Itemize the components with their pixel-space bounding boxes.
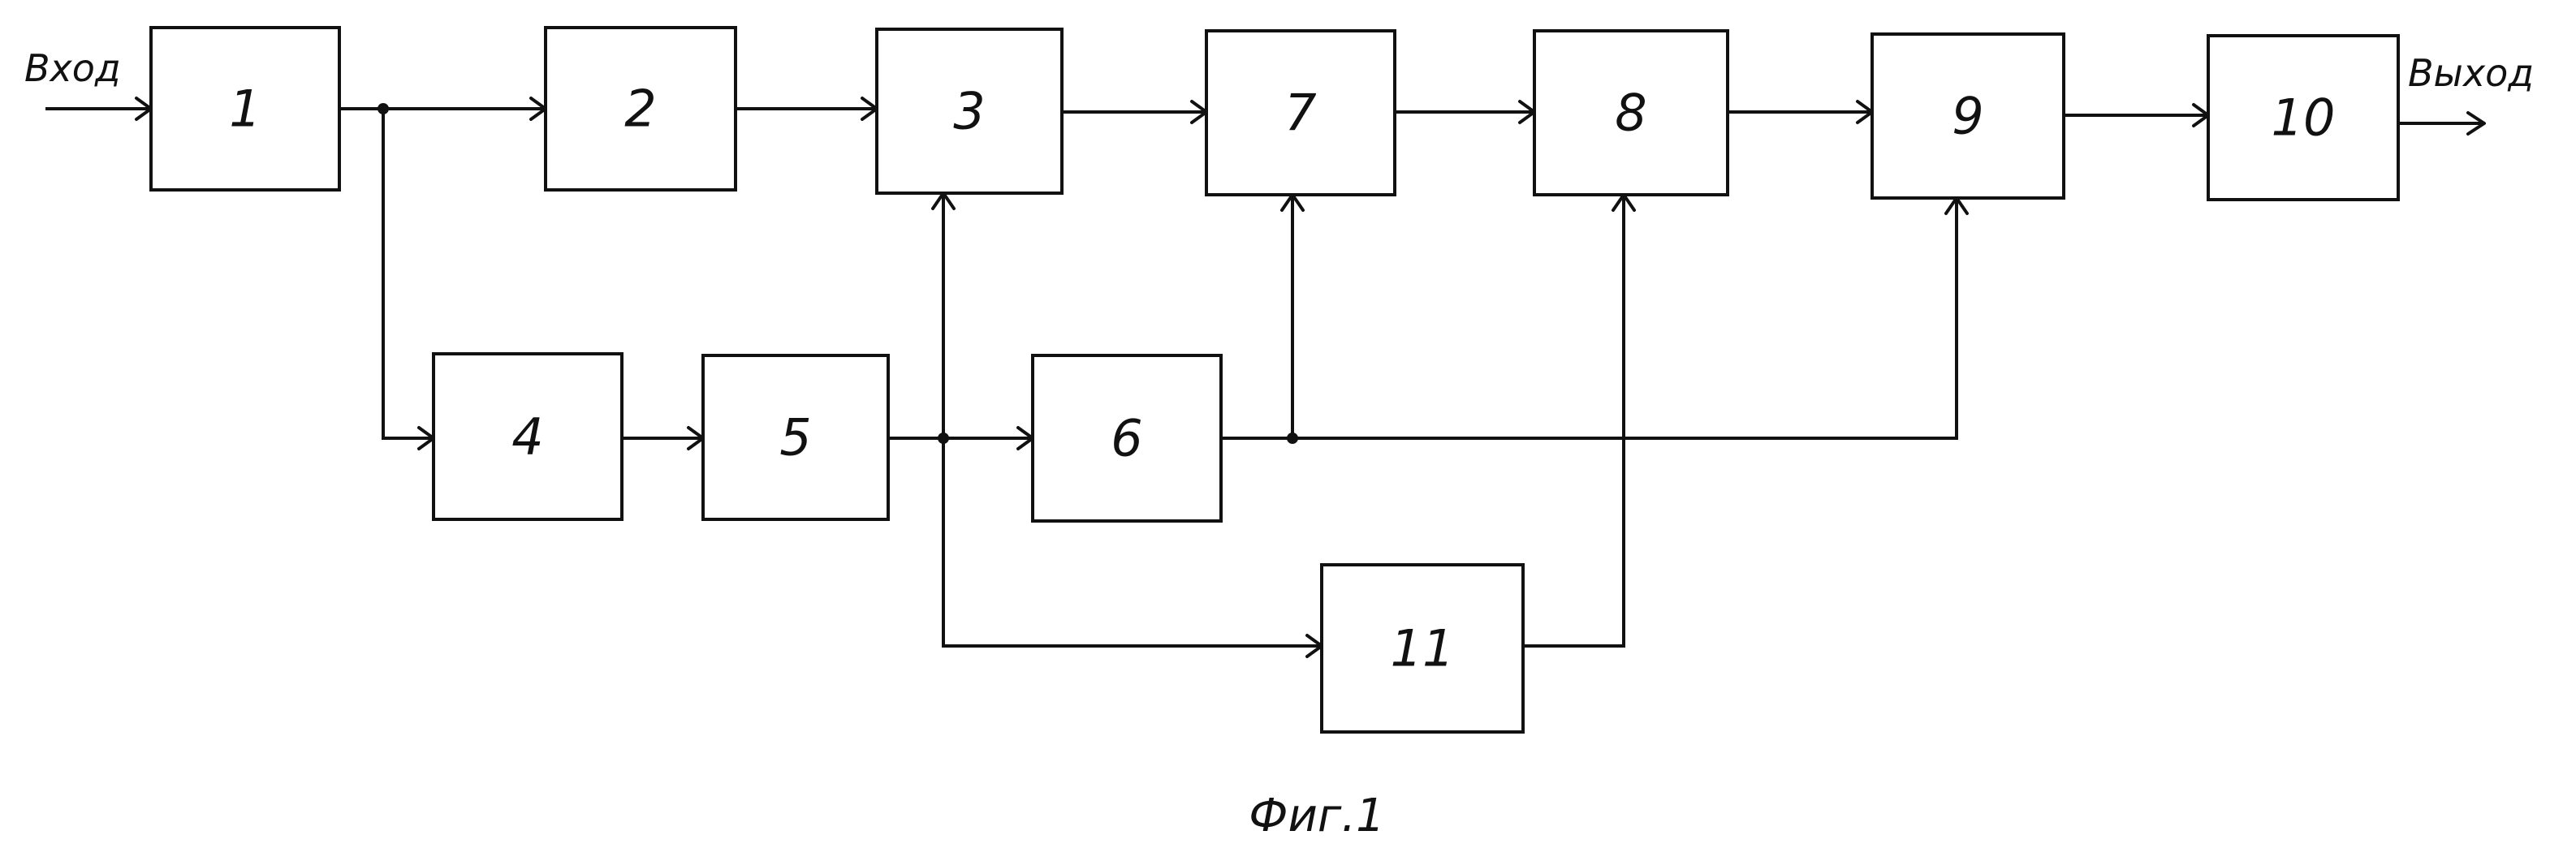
block-7: 7: [1206, 31, 1395, 195]
block-9-label: 9: [1952, 87, 1983, 146]
junction-after-1: [378, 103, 389, 114]
block-7-label: 7: [1284, 84, 1316, 143]
figure-caption: Фиг.1: [1249, 790, 1384, 842]
block-3-label: 3: [953, 82, 985, 141]
block-6: 6: [1033, 355, 1221, 521]
junction-after-5: [938, 433, 949, 444]
block-2: 2: [546, 28, 736, 190]
block-11-label: 11: [1391, 619, 1455, 678]
output-label: Выход: [2408, 51, 2534, 95]
wire-1-to-4: [383, 109, 432, 438]
wire-6-to-7: [1221, 196, 1292, 438]
block-4: 4: [434, 354, 622, 519]
block-8-label: 8: [1615, 84, 1646, 143]
block-1: 1: [151, 28, 339, 190]
input-label: Вход: [24, 46, 121, 90]
block-2-label: 2: [624, 80, 656, 139]
block-5-label: 5: [779, 408, 811, 467]
block-10-label: 10: [2272, 88, 2336, 148]
block-6-label: 6: [1111, 409, 1142, 468]
block-4-label: 4: [511, 407, 543, 467]
block-3: 3: [877, 29, 1062, 193]
block-5: 5: [703, 355, 888, 519]
junction-after-6: [1287, 433, 1298, 444]
block-11: 11: [1322, 565, 1523, 732]
block-9: 9: [1872, 34, 2064, 198]
block-10: 10: [2208, 36, 2398, 200]
block-1-label: 1: [229, 80, 261, 139]
block-8: 8: [1534, 31, 1728, 195]
wire-11-to-8: [1523, 196, 1624, 646]
